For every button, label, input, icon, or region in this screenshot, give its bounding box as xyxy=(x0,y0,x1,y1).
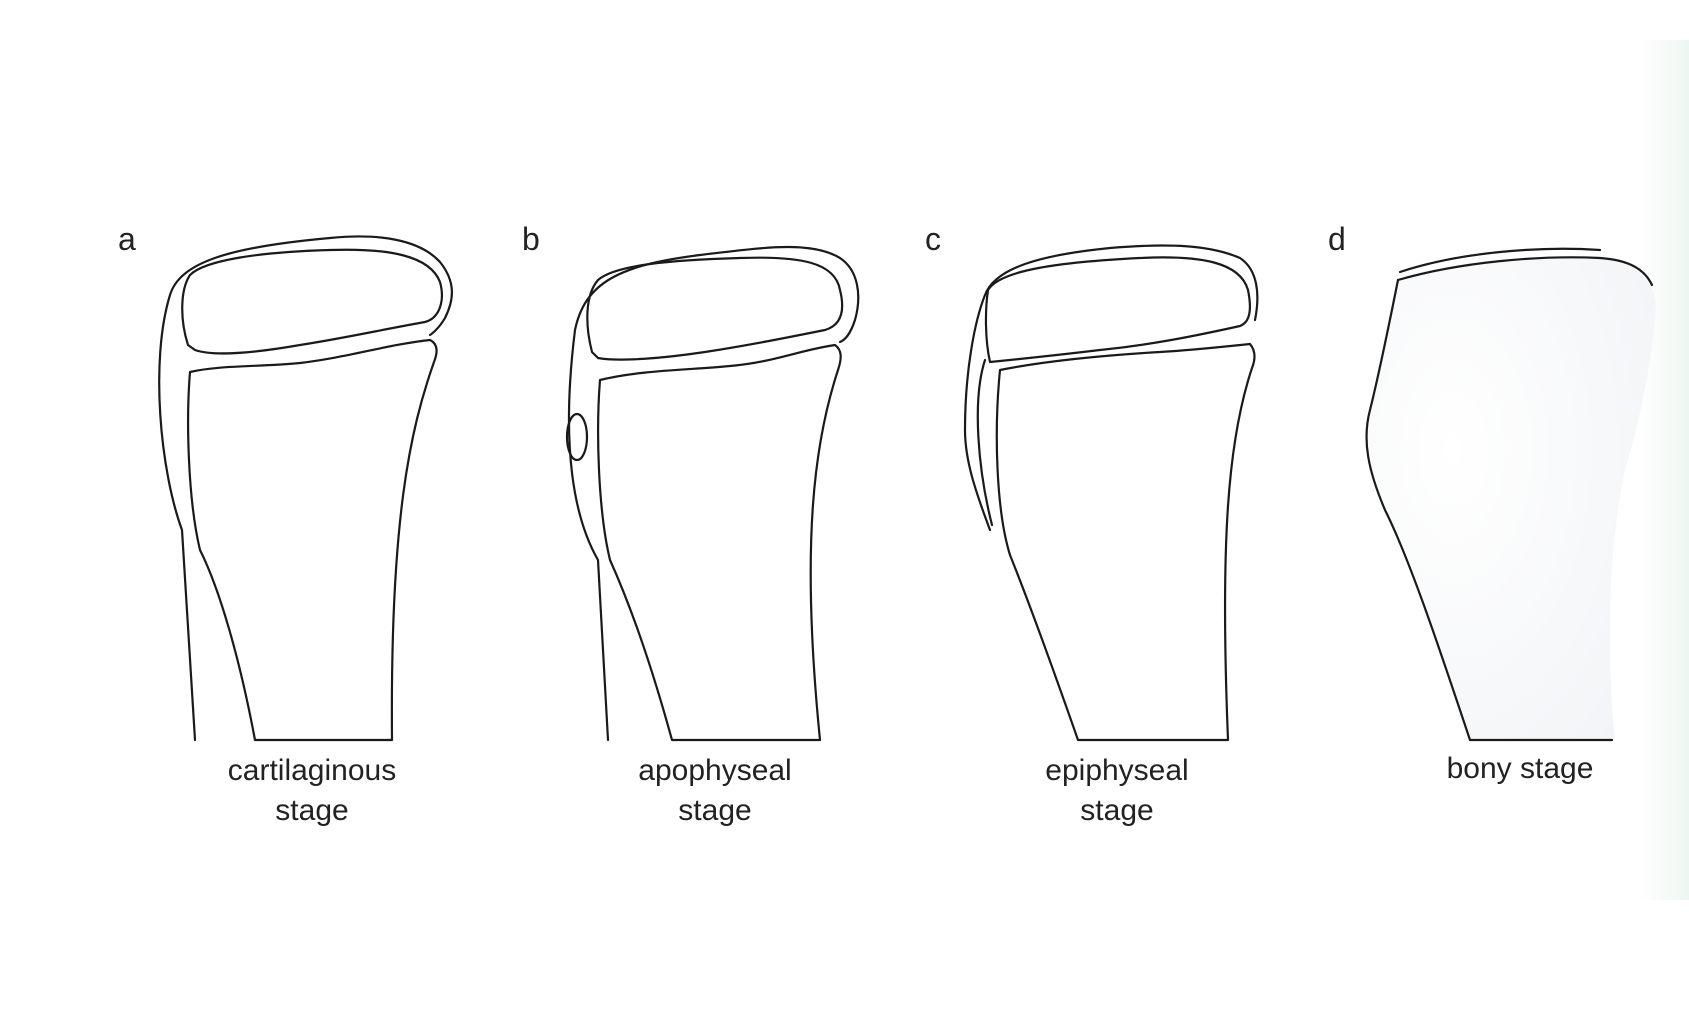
panel-d-top-rim-inner xyxy=(1398,247,1602,274)
caption-d-line1: bony stage xyxy=(1447,752,1594,785)
panel-d-top-rim xyxy=(1396,256,1654,287)
caption-b-line1: apophyseal xyxy=(638,754,791,787)
panel-b-ossification-nucleus xyxy=(565,412,589,462)
panel-a: a xyxy=(118,221,453,742)
panel-c-epiphysis xyxy=(984,256,1251,364)
panel-d: d xyxy=(1328,221,1656,742)
panel-b-cartilage-envelope xyxy=(567,245,860,742)
caption-a-line1: cartilaginous xyxy=(228,754,396,787)
caption-a-line2: stage xyxy=(275,794,348,827)
caption-c-line1: epiphyseal xyxy=(1045,754,1188,787)
scan-edge-tint xyxy=(1640,40,1689,900)
panel-c-tongue xyxy=(976,358,994,527)
panel-letter-a: a xyxy=(118,221,136,257)
panel-c-cartilage-envelope xyxy=(963,244,1259,532)
panel-letter-b: b xyxy=(522,221,540,257)
panel-b-shaft xyxy=(597,343,842,742)
panel-b: b xyxy=(522,221,860,742)
panel-d-outline-left xyxy=(1365,278,1614,742)
caption-b-line2: stage xyxy=(678,794,751,827)
captions: cartilaginous stage apophyseal stage epi… xyxy=(228,752,1594,827)
panel-c-shaft xyxy=(995,342,1256,742)
panel-a-shaft xyxy=(187,338,438,742)
panel-d-bone xyxy=(1366,257,1656,740)
panel-b-epiphysis xyxy=(586,256,844,361)
panel-letter-d: d xyxy=(1328,221,1346,257)
panel-letter-c: c xyxy=(925,221,941,257)
panel-a-epiphysis xyxy=(181,248,443,355)
panel-a-cartilage-envelope xyxy=(158,235,453,742)
panel-c: c xyxy=(925,221,1259,742)
caption-c-line2: stage xyxy=(1080,794,1153,827)
